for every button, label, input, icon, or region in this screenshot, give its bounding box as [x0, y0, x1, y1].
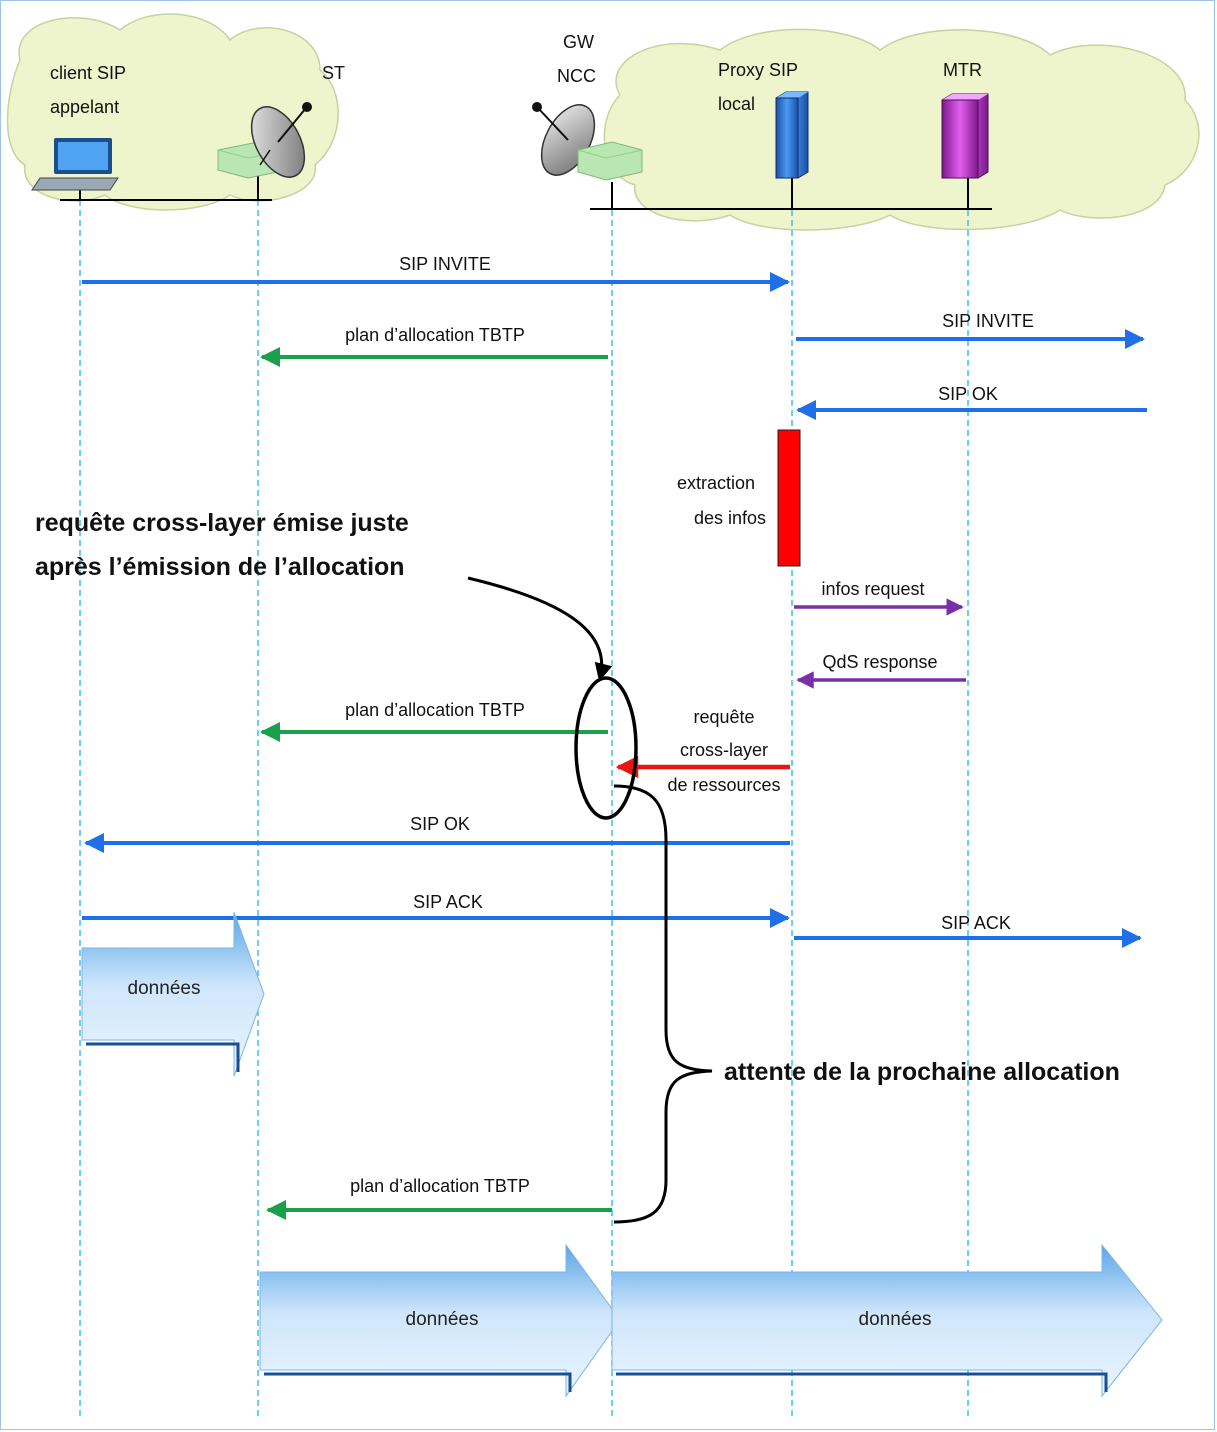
annotation-crosslayer-2: après l’émission de l’allocation [35, 553, 405, 581]
tbtp-label: plan d’allocation TBTP [345, 325, 525, 345]
actor-st-label: ST [322, 63, 345, 83]
infos-request-label: infos request [821, 579, 924, 599]
actor-gw-label: GW [563, 32, 594, 52]
crosslayer-request-label-2: cross-layer [680, 740, 768, 760]
gw-modem-icon [577, 141, 643, 181]
actor-proxy-label: Proxy SIP [718, 60, 798, 80]
annotation-waiting: attente de la prochaine allocation [724, 1058, 1120, 1086]
sip-invite-label: SIP INVITE [399, 254, 491, 274]
annotation-crosslayer: requête cross-layer émise juste [35, 509, 409, 537]
data-label: données [406, 1309, 479, 1330]
data-block-2: données [259, 1243, 621, 1398]
crosslayer-request-label-3: de ressources [667, 775, 780, 795]
data-label: données [128, 978, 201, 999]
cloud-right [603, 28, 1200, 231]
tbtp-label-2: plan d’allocation TBTP [345, 700, 525, 720]
laptop-icon [31, 138, 119, 191]
tbtp-label-3: plan d’allocation TBTP [350, 1176, 530, 1196]
crosslayer-request-label: requête [693, 707, 754, 727]
data-block-3: données [611, 1243, 1163, 1398]
actor-mtr-label: MTR [943, 60, 982, 80]
actor-client-label: client SIP [50, 63, 126, 83]
qds-response-label: QdS response [822, 652, 937, 672]
sip-ack-label: SIP ACK [413, 892, 483, 912]
actor-client-label-2: appelant [50, 97, 119, 117]
sip-invite-label-2: SIP INVITE [942, 311, 1034, 331]
data-label: données [859, 1309, 932, 1330]
extraction-label-2: des infos [694, 508, 766, 528]
annotation-arrow [467, 576, 613, 682]
highlight-ellipse [574, 676, 638, 820]
extraction-activation-bar [777, 429, 801, 567]
data-block-1: données [81, 911, 265, 1077]
actor-proxy-label-2: local [718, 94, 755, 114]
sip-ack-label-2: SIP ACK [941, 913, 1011, 933]
mtr-server-icon [941, 93, 989, 179]
waiting-brace [613, 784, 713, 1224]
sip-ok-label: SIP OK [938, 384, 998, 404]
sip-ok-label-2: SIP OK [410, 814, 470, 834]
proxy-server-icon [775, 91, 809, 179]
actor-ncc-label: NCC [557, 66, 596, 86]
satellite-dish-icon [250, 102, 312, 178]
extraction-label: extraction [677, 473, 755, 493]
